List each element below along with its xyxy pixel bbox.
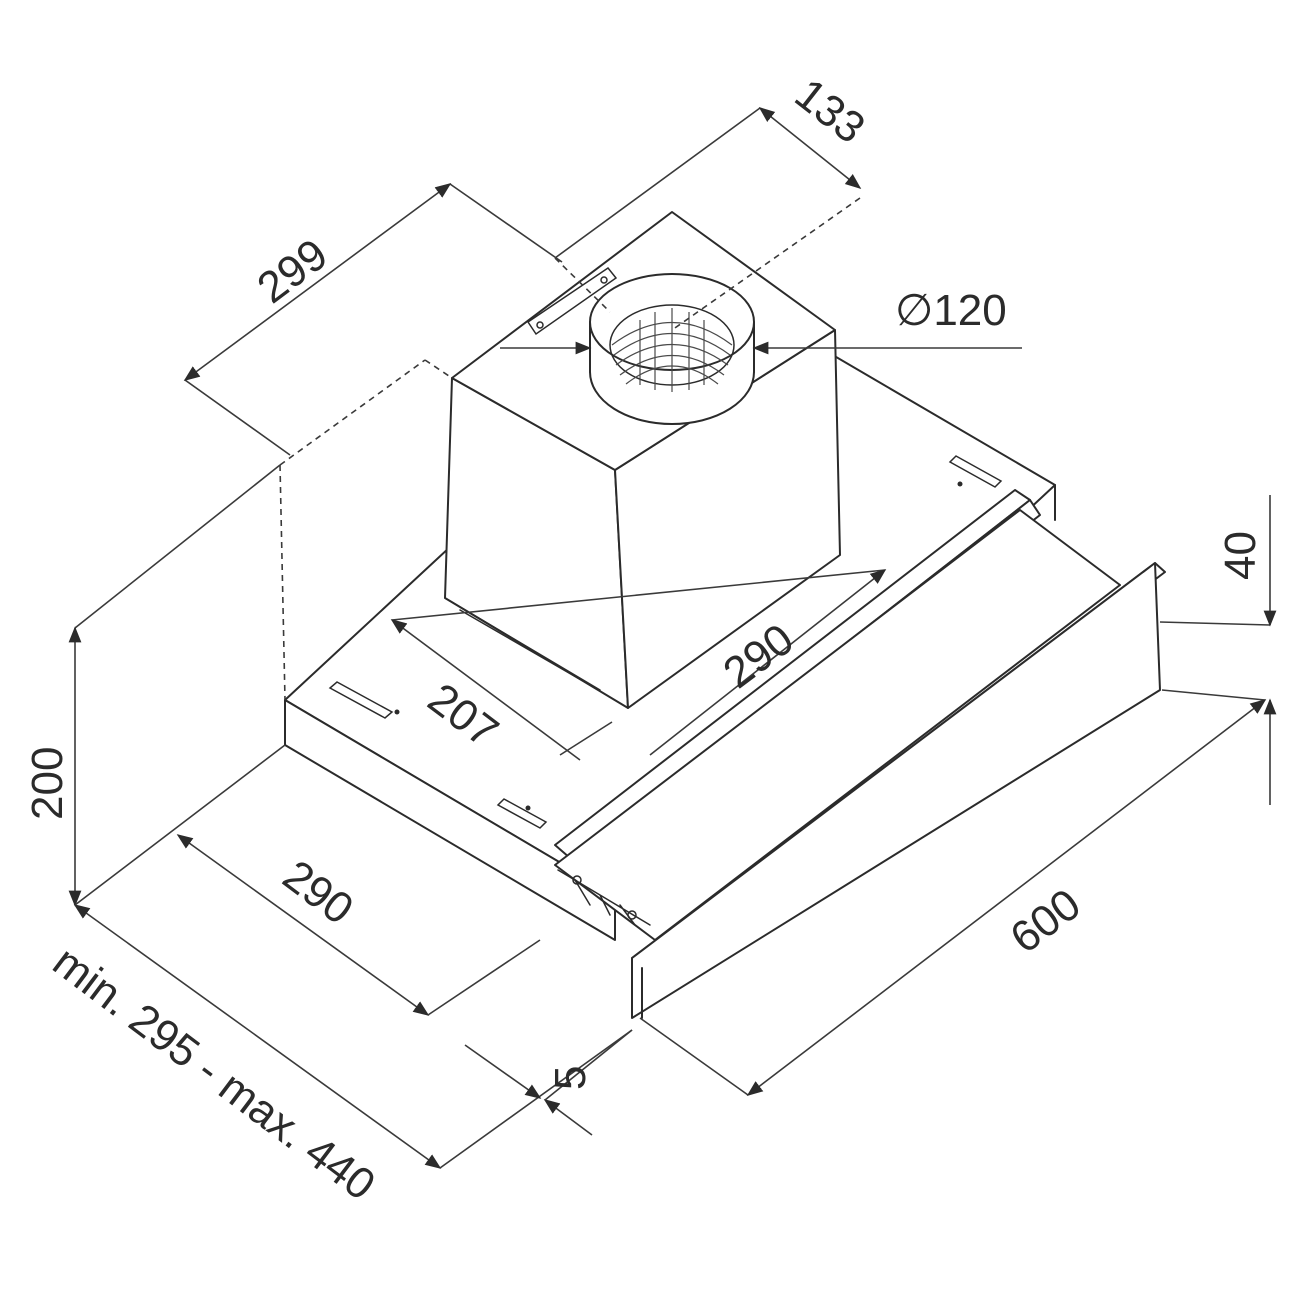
dim-line-5: [545, 1100, 592, 1135]
label-133: 133: [786, 69, 874, 153]
label-40: 40: [1216, 531, 1265, 580]
screw-hole: [526, 806, 531, 811]
label-200: 200: [23, 747, 72, 820]
label-290-bottom: 290: [274, 851, 362, 934]
label-5: 5: [546, 1066, 595, 1090]
label-diameter-120: ∅120: [895, 286, 1007, 335]
label-range: min. 295 - max. 440: [44, 937, 384, 1210]
screw-hole: [395, 710, 400, 715]
label-299: 299: [249, 230, 337, 313]
screw-hole: [958, 482, 963, 487]
